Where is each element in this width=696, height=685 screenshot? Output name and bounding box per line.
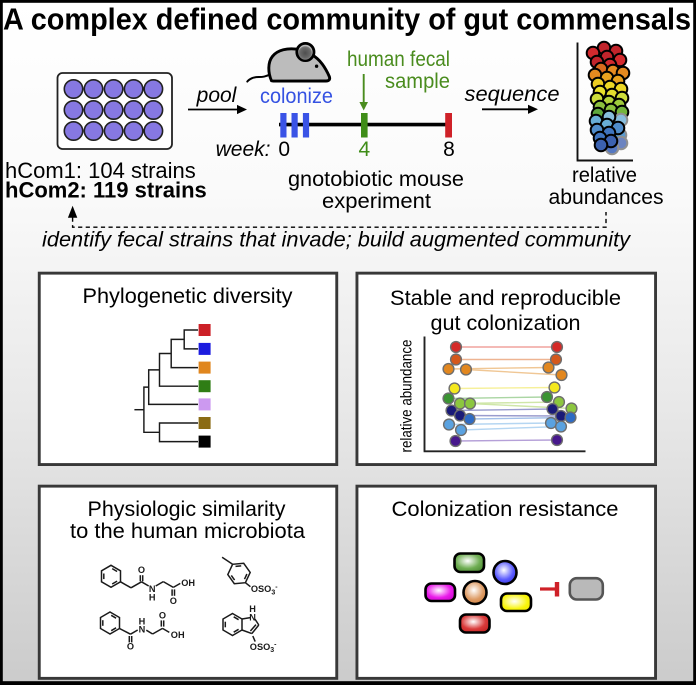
svg-text:O: O [170,596,177,606]
svg-text:Colonization resistance: Colonization resistance [392,497,619,521]
svg-text:N: N [149,584,156,594]
svg-text:experiment: experiment [322,190,431,213]
svg-text:8: 8 [443,138,455,161]
svg-text:H: H [249,604,256,614]
svg-text:gnotobiotic mouse: gnotobiotic mouse [288,168,464,191]
svg-text:Phylogenetic diversity: Phylogenetic diversity [83,284,293,308]
svg-text:Physiologic similarity: Physiologic similarity [88,497,286,521]
svg-text:relative abundance: relative abundance [399,340,416,453]
svg-text:identify fecal strains that in: identify fecal strains that invade; buil… [42,229,632,252]
svg-text:relative: relative [572,164,637,187]
svg-text:A complex defined community of: A complex defined community of gut comme… [3,3,691,37]
svg-text:sequence: sequence [465,83,560,106]
svg-text:O: O [159,610,166,620]
svg-text:abundances: abundances [549,186,664,209]
svg-text:sample: sample [385,70,450,93]
svg-text:hCom1: 104 strains: hCom1: 104 strains [5,158,196,183]
svg-text:to the human microbiota: to the human microbiota [70,519,305,543]
svg-text:N: N [249,613,256,623]
svg-text:OH: OH [171,630,185,640]
svg-text:N: N [139,625,146,635]
svg-text:colonize: colonize [260,85,333,108]
svg-text:gut colonization: gut colonization [431,311,581,335]
svg-text:O: O [138,565,145,575]
svg-text:0: 0 [278,138,290,161]
svg-text:H: H [139,616,146,626]
svg-text:OH: OH [181,578,195,588]
svg-text:O: O [127,641,134,651]
svg-text:pool: pool [196,84,238,107]
svg-text:hCom2: 119 strains: hCom2: 119 strains [5,178,207,203]
svg-text:week:: week: [216,138,271,161]
svg-text:4: 4 [358,138,370,161]
svg-text:human fecal: human fecal [347,48,450,71]
svg-text:Stable and reproducible: Stable and reproducible [390,286,621,310]
svg-text:H: H [149,593,156,603]
